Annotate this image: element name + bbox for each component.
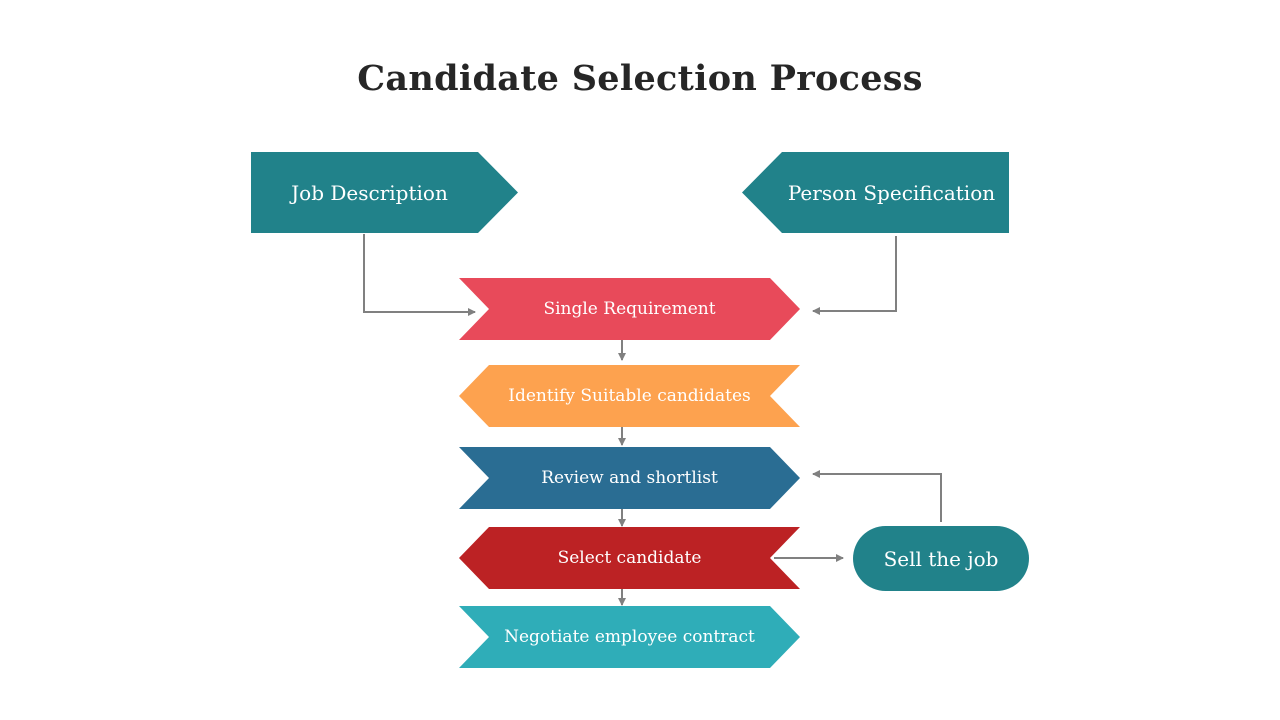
diagram-title: Candidate Selection Process [357,58,923,99]
step-label: Identify Suitable candidates [508,386,751,406]
step-identify-candidates: Identify Suitable candidates [459,365,800,427]
job-description-label: Job Description [291,180,448,205]
sell-the-job-label: Sell the job [883,546,999,571]
step-label: Select candidate [557,548,702,568]
connector-person-spec-to-requirement [812,236,897,315]
person-specification-label: Person Specification [787,180,996,205]
step-label: Single Requirement [543,299,716,319]
connector-sell-to-review [812,470,942,522]
step-review-shortlist: Review and shortlist [459,447,800,509]
step-select-candidate: Select candidate [459,527,800,589]
sell-the-job-node: Sell the job [853,526,1029,591]
person-specification-box: Person Specification [742,152,1009,233]
step-single-requirement: Single Requirement [459,278,800,340]
step-negotiate-contract: Negotiate employee contract [459,606,800,668]
job-description-box: Job Description [251,152,518,233]
step-label: Negotiate employee contract [504,627,755,647]
connector-job-description-to-requirement [363,234,476,316]
step-label: Review and shortlist [541,468,718,488]
